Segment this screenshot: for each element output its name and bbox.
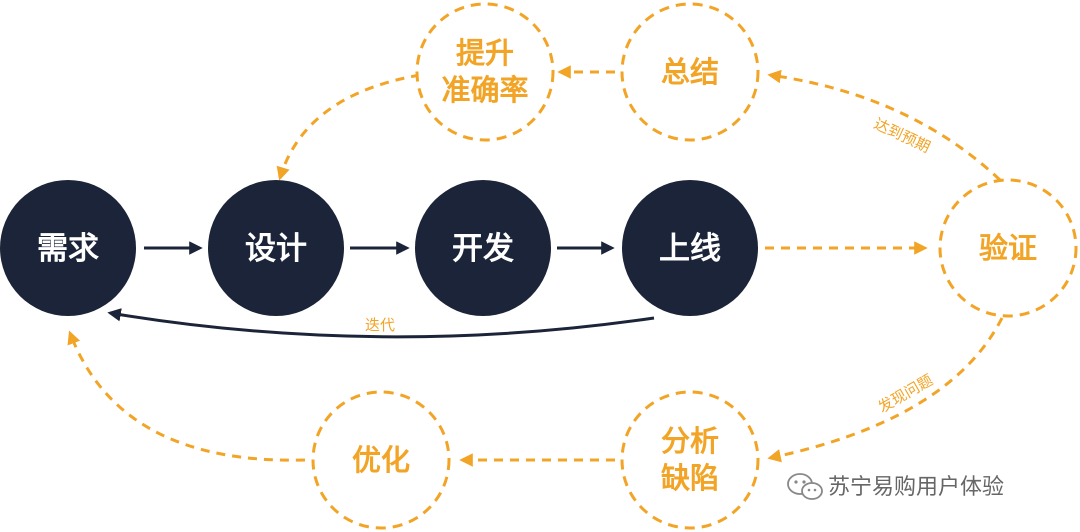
node-improve-line1: 提升: [456, 36, 514, 70]
node-analyze-line2: 缺陷: [661, 461, 719, 495]
node-develop: 开发: [415, 180, 551, 316]
node-develop-label: 开发: [452, 231, 514, 267]
node-design: 设计: [208, 180, 344, 316]
node-verify: 验证: [938, 178, 1078, 318]
node-demand-label: 需求: [37, 231, 99, 267]
arrow-improve-to-design: [276, 73, 421, 181]
arrow-optimize-to-demand: [67, 330, 306, 462]
node-improve-line2: 准确率: [441, 73, 528, 107]
node-analyze: 分析 缺陷: [620, 390, 760, 530]
watermark: 苏宁易购用户体验: [787, 473, 1004, 500]
watermark-text: 苏宁易购用户体验: [828, 475, 1004, 500]
node-optimize-label: 优化: [352, 443, 410, 477]
node-demand: 需求: [0, 180, 136, 316]
node-improve: 提升 准确率: [415, 2, 555, 142]
node-summary-label: 总结: [661, 55, 719, 89]
node-launch: 上线: [622, 180, 758, 316]
label-meet-expectation: 达到预期: [871, 115, 933, 157]
node-summary: 总结: [620, 2, 760, 142]
node-analyze-line1: 分析: [661, 424, 719, 458]
node-design-label: 设计: [245, 231, 307, 267]
label-iterate: 迭代: [365, 316, 395, 334]
node-optimize: 优化: [311, 390, 451, 530]
arrow-verify-to-analyze: [767, 317, 1004, 463]
arrow-iterate: [107, 308, 655, 339]
wechat-icon: [787, 473, 823, 500]
node-verify-label: 验证: [979, 231, 1037, 265]
node-launch-label: 上线: [659, 231, 721, 267]
